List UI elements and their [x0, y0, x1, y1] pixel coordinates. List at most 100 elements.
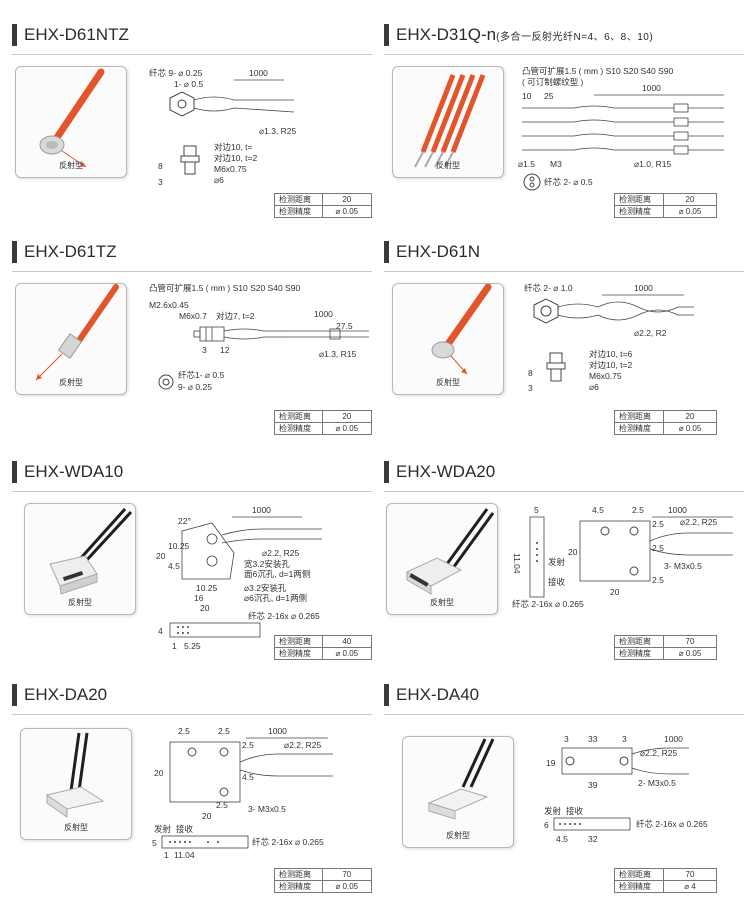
product-photo: 反射型: [392, 66, 504, 178]
spec-distance-value: 20: [321, 410, 373, 423]
cable-diameter-note: ⌀2.2, R25: [262, 548, 300, 558]
dimension-drawing: 2.5 2.5 1000 2.5 ⌀2.2, R25 20 4.5 2.5 3-…: [152, 726, 333, 860]
hex-note: 对边7, t=2: [216, 311, 255, 321]
dim-8: 8: [528, 368, 533, 378]
spec-precision-label: 检测精度: [614, 422, 664, 435]
spec-precision-value: ⌀ 0.05: [321, 647, 373, 660]
fiber-core-note: 纤芯 2-16x ⌀ 0.265: [512, 599, 584, 609]
dim-20-height: 20: [568, 547, 578, 557]
product-photo: 反射型: [20, 728, 132, 840]
mount-thread-note: 3- M3x0.5: [248, 804, 286, 814]
dim-3: 3: [202, 345, 207, 355]
dimension-drawing: 纤芯 9- ⌀ 0.25 1- ⌀ 0.5 1000 ⌀1.3, R25 对边1…: [149, 68, 297, 187]
title-bar: [384, 461, 389, 483]
product-photo: 反射型: [15, 66, 127, 178]
tip-thread: M2.6x0.45: [149, 300, 189, 310]
dim-3: 3: [158, 177, 163, 187]
dim-5-25: 5.25: [184, 641, 201, 651]
dim-12: 12: [220, 345, 230, 355]
spec-precision-value: ⌀ 0.05: [663, 422, 717, 435]
thread-note: M6x0.7: [179, 311, 207, 321]
photo-caption: 反射型: [64, 823, 88, 832]
title-bar: [12, 24, 17, 46]
dim-2-5-bottom: 2.5: [652, 575, 664, 585]
emit-label: 发射: [154, 824, 172, 834]
dim-27-5: 27.5: [336, 321, 353, 331]
fiber-core-note: 纤芯 2- ⌀ 0.5: [544, 177, 593, 187]
title-bar: [384, 24, 389, 46]
dim-10: 10: [522, 91, 532, 101]
fiber-core-note: 纤芯 2-16x ⌀ 0.265: [252, 837, 324, 847]
spec-precision-label: 检测精度: [614, 205, 664, 218]
dim-11-04: 11.04: [174, 850, 195, 860]
hole-note: ⌀3.2安装孔: [244, 583, 287, 593]
dim-16: 16: [194, 593, 204, 603]
dim-25: 25: [544, 91, 554, 101]
title-rule: [12, 54, 372, 55]
photo-caption: 反射型: [436, 161, 460, 170]
cable-diameter-note: ⌀1.3, R15: [319, 349, 357, 359]
spec-distance-value: 70: [663, 868, 717, 881]
dim-1: 1: [172, 641, 177, 651]
cable-diameter-note: ⌀1.0, R15: [634, 159, 672, 169]
dim-20-width: 20: [202, 811, 212, 821]
diameter-note: ⌀6: [589, 382, 599, 392]
title-bar: [384, 684, 389, 706]
product-title: EHX-WDA20: [396, 462, 496, 481]
spec-distance-value: 20: [663, 193, 717, 206]
probe-sensor-image: [39, 68, 105, 168]
dim-2-5-right: 2.5: [652, 519, 664, 529]
spec-precision-label: 检测精度: [614, 647, 664, 660]
length-label: 1000: [668, 505, 687, 515]
spec-precision-value: ⌀ 0.05: [321, 205, 373, 218]
fiber-core-note-2: 1- ⌀ 0.5: [174, 79, 203, 89]
product-panel-wda20: EHX-WDA20 反射型 5 11.04 发射 接收 纤芯 2-16x ⌀ 0…: [384, 461, 744, 676]
spec-precision-label: 检测精度: [274, 205, 323, 218]
title-rule: [12, 714, 372, 715]
dim-2-5-bottom: 2.5: [216, 800, 228, 810]
probe-sensor-image: [35, 284, 119, 381]
cable-diameter-note: ⌀2.2, R25: [284, 740, 322, 750]
spec-distance-value: 40: [321, 635, 373, 648]
product-title: EHX-D61TZ: [24, 242, 117, 261]
slot-note-2: 面6沉孔, d=1两侧: [244, 569, 310, 579]
spec-precision-label: 检测精度: [274, 422, 323, 435]
spec-precision-label: 检测精度: [274, 647, 323, 660]
dim-4-5: 4.5: [168, 561, 180, 571]
multi-probe-image: [414, 74, 486, 168]
cable-diameter-note: ⌀1.3, R25: [259, 126, 297, 136]
thread-note: M6x0.75: [214, 164, 247, 174]
length-label: 1000: [642, 83, 661, 93]
dim-3-left: 3: [564, 734, 569, 744]
title-bar: [12, 241, 17, 263]
spec-precision-value: ⌀ 0.05: [663, 647, 717, 660]
probe-sensor-image: [431, 284, 492, 375]
dim-2-5-right: 2.5: [242, 740, 254, 750]
dim-10-25: 10.25: [168, 541, 190, 551]
flat-block-sensor-image: [45, 732, 105, 818]
slot-note: 宽3.2安装孔: [244, 559, 290, 569]
dim-19: 19: [546, 758, 556, 768]
dim-4-5: 4.5: [592, 505, 604, 515]
product-panel-da20: EHX-DA20 反射型 2.5 2.5 1000 2.5 ⌀2.2, R25 …: [12, 684, 373, 899]
dimension-drawing: 5 11.04 发射 接收 纤芯 2-16x ⌀ 0.265 4.5 2.5 1…: [512, 505, 733, 609]
angle-22: 22°: [178, 516, 191, 526]
emit-label: 发射: [544, 806, 562, 816]
receive-label: 接收: [548, 577, 566, 587]
dim-33: 33: [588, 734, 598, 744]
cable-diameter-note: ⌀2.2, R25: [680, 517, 718, 527]
custom-thread-note: ( 可订制螺纹型 ): [522, 77, 584, 87]
cable-diameter-note: ⌀2.2, R2: [634, 328, 667, 338]
fiber-core-note: 纤芯1- ⌀ 0.5: [178, 370, 224, 380]
spec-distance-value: 70: [663, 635, 717, 648]
dim-20-width: 20: [610, 587, 620, 597]
product-photo: 反射型: [15, 283, 127, 395]
dim-20-height: 20: [156, 551, 166, 561]
product-photo: 反射型: [402, 736, 514, 848]
